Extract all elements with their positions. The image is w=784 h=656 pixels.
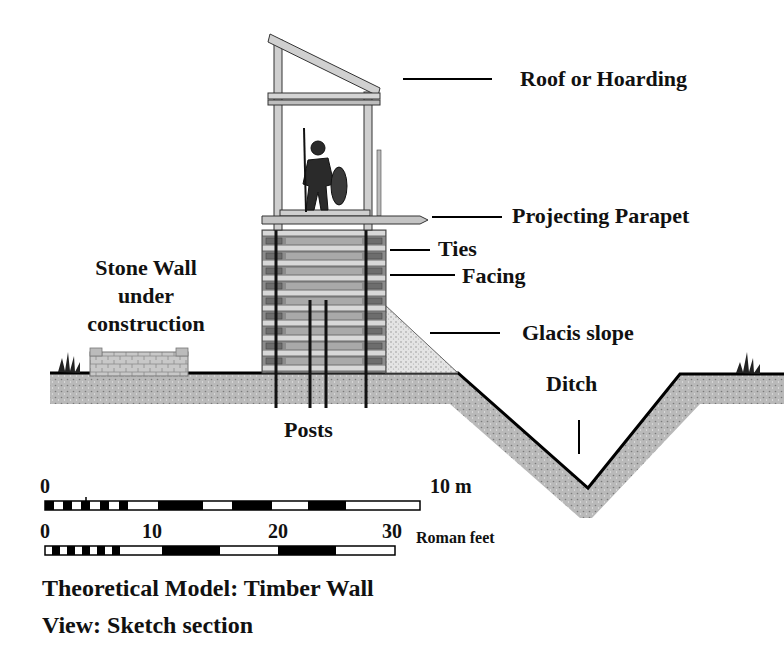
scale-unit: Roman feet — [416, 529, 495, 547]
scale-number: 0 — [40, 475, 50, 498]
scale-number: 20 — [268, 520, 288, 543]
scale-number: 30 — [382, 520, 402, 543]
part-label: Ties — [438, 236, 477, 261]
part-label: Roof or Hoarding — [520, 66, 687, 91]
scale-number: 0 — [40, 520, 50, 543]
diagram-title: Theoretical Model: Timber Wall — [42, 575, 374, 603]
part-label: Facing — [462, 263, 526, 288]
part-label: Glacis slope — [522, 320, 634, 345]
part-label: Posts — [284, 417, 333, 442]
scale-number: 10 m — [430, 475, 472, 498]
part-label: Stone Wall under construction — [66, 254, 226, 338]
part-label: Projecting Parapet — [512, 203, 689, 228]
diagram-caption: View: Sketch section — [42, 612, 253, 640]
part-label: Ditch — [546, 371, 597, 396]
scale-number: 10 — [142, 520, 162, 543]
